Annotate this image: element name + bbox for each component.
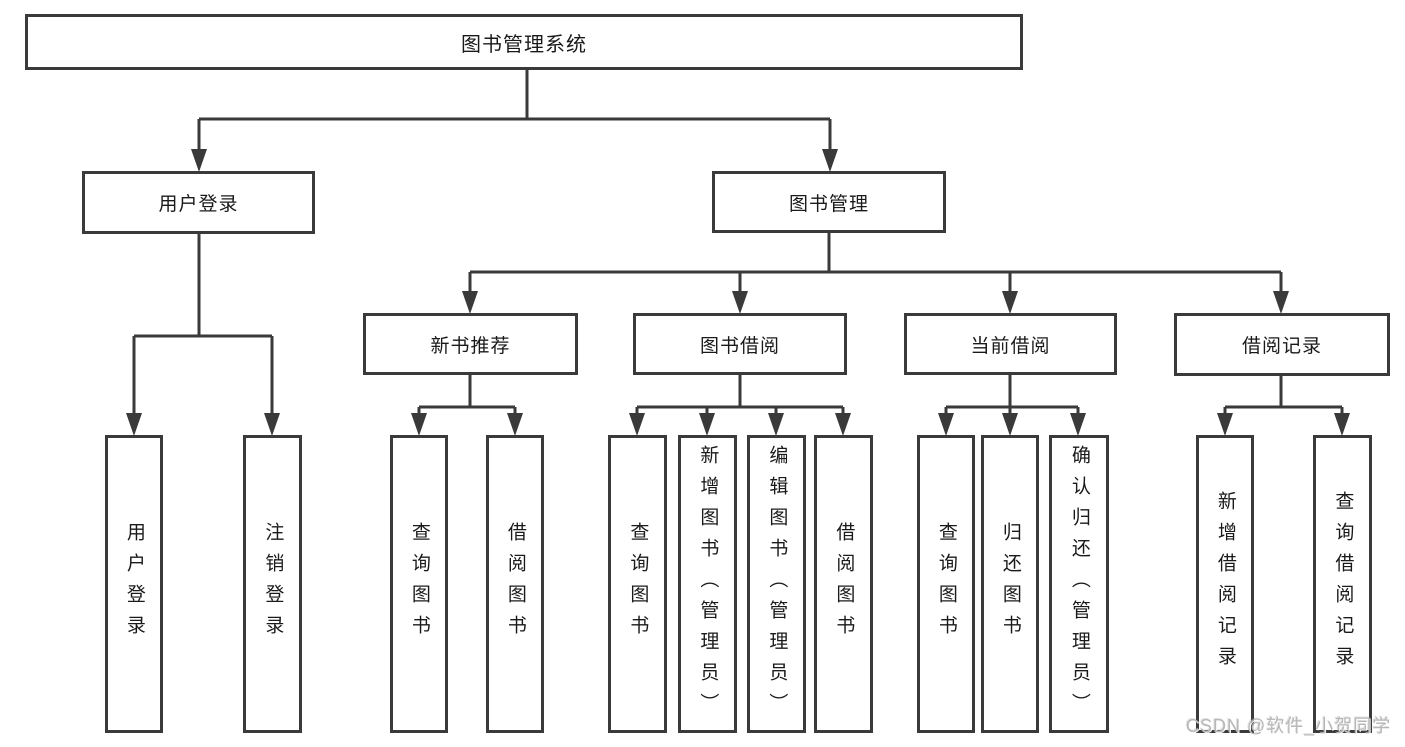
leaf-query-borrow-record-label: 查询借阅记录 <box>1332 491 1354 677</box>
node-user-login: 用户登录 <box>82 171 315 234</box>
node-book-management-label: 图书管理 <box>788 193 869 215</box>
leaf-query-borrow-record: 查询借阅记录 <box>1313 435 1372 733</box>
node-book-management: 图书管理 <box>712 171 946 233</box>
node-book-borrow-label: 图书借阅 <box>699 335 780 357</box>
node-new-book-recommend: 新书推荐 <box>363 313 578 375</box>
node-user-login-label: 用户登录 <box>158 194 239 215</box>
node-book-borrow: 图书借阅 <box>633 313 847 375</box>
node-current-borrow-label: 当前借阅 <box>970 335 1051 357</box>
csdn-watermark: CSDN @软件_小贺同学 <box>1186 716 1392 736</box>
leaf-confirm-return-label: 确认归还（管理员） <box>1068 444 1090 724</box>
node-borrow-records: 借阅记录 <box>1174 313 1390 376</box>
leaf-return-books: 归还图书 <box>981 435 1039 733</box>
leaf-query-books-1: 查询图书 <box>390 435 448 733</box>
leaf-query-books-3-label: 查询图书 <box>935 522 957 646</box>
node-root-label: 图书管理系统 <box>461 33 587 56</box>
node-current-borrow: 当前借阅 <box>904 313 1117 375</box>
connector-lines <box>132 70 1344 418</box>
arrowheads <box>126 149 1350 436</box>
leaf-edit-books: 编辑图书（管理员） <box>747 435 806 733</box>
leaf-confirm-return: 确认归还（管理员） <box>1049 435 1109 733</box>
leaf-add-borrow-record-label: 新增借阅记录 <box>1214 491 1236 677</box>
leaf-borrow-books-2-label: 借阅图书 <box>833 522 855 646</box>
node-root: 图书管理系统 <box>25 14 1023 70</box>
leaf-add-books-label: 新增图书（管理员） <box>697 444 719 724</box>
leaf-logout-label: 注销登录 <box>262 522 284 646</box>
leaf-logout: 注销登录 <box>243 435 302 733</box>
leaf-query-books-3: 查询图书 <box>917 435 975 733</box>
node-borrow-records-label: 借阅记录 <box>1241 336 1322 357</box>
leaf-return-books-label: 归还图书 <box>999 522 1021 646</box>
node-new-book-recommend-label: 新书推荐 <box>430 335 511 357</box>
leaf-query-books-2-label: 查询图书 <box>627 522 649 646</box>
leaf-add-books: 新增图书（管理员） <box>678 435 737 733</box>
leaf-user-login: 用户登录 <box>105 435 163 733</box>
leaf-borrow-books-2: 借阅图书 <box>814 435 873 733</box>
leaf-borrow-books-1-label: 借阅图书 <box>504 522 526 646</box>
leaf-query-books-2: 查询图书 <box>608 435 667 733</box>
leaf-user-login-label: 用户登录 <box>123 522 145 646</box>
leaf-query-books-1-label: 查询图书 <box>408 522 430 646</box>
leaf-borrow-books-1: 借阅图书 <box>486 435 544 733</box>
leaf-add-borrow-record: 新增借阅记录 <box>1196 435 1254 733</box>
leaf-edit-books-label: 编辑图书（管理员） <box>766 444 788 724</box>
